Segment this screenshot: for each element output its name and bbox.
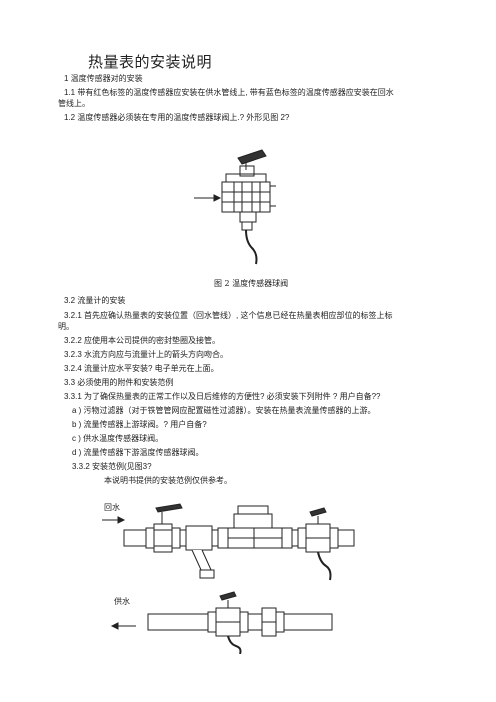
figure-3-return-line [102, 503, 355, 581]
paragraph-3-3-1: 3.3.1 为了确保热量表的正常工作以及日后维修的方便性? 必须安装下列附件 ?… [64, 392, 381, 401]
paragraph-1-1-line2: 管线上。 [58, 99, 90, 108]
figure-3-supply-line [110, 591, 333, 654]
list-item-a: a ) 污物过滤器（对于铁管管网应配置磁性过滤器）。安装在热量表流量传感器的上游… [72, 406, 376, 415]
paragraph-3-3-2: 3.3.2 安装范例(见图3? [72, 462, 152, 471]
page-title: 热量表的安装说明 [88, 53, 213, 71]
paragraph-3-2-1-line1: 3.2.1 首先应确认热量表的安装位置（回水管线）, 这个信息已经在热量表相应部… [64, 311, 393, 320]
return-line-label: 回水 [104, 503, 120, 512]
installation-note: 本说明书提供的安装范例仅供参考。 [104, 476, 232, 485]
section-1-heading: 1 温度传感器对的安装 [64, 74, 143, 83]
paragraph-3-2-3: 3.2.3 水流方向应与流量计上的箭头方向吻合。 [64, 350, 229, 359]
list-item-b: b ) 流量传感器上游球阀。? 用户自备? [72, 420, 207, 429]
supply-line-label: 供水 [114, 597, 130, 606]
paragraph-3-2-4: 3.2.4 流量计应水平安装? 电子单元在上面。 [64, 364, 219, 373]
figure-2-caption: 图 2 温度传感器球阀 [214, 279, 289, 288]
list-item-d: d ) 流量传感器下游温度传感器球阀。 [72, 448, 204, 457]
paragraph-1-2: 1.2 温度传感器必须装在专用的温度传感器球阀上.? 外形见图 2? [64, 113, 290, 122]
list-item-c: c ) 供水温度传感器球阀。 [72, 434, 164, 443]
section-3-2-heading: 3.2 流量计的安装 [64, 296, 126, 305]
paragraph-3-2-1-line2: 明。 [58, 322, 74, 331]
figure-2-ball-valve [194, 149, 276, 265]
paragraph-3-2-2: 3.2.2 应使用本公司提供的密封垫圈及接管。 [64, 336, 221, 345]
paragraph-1-1-line1: 1.1 带有红色标签的温度传感器应安装在供水管线上, 带有蓝色标签的温度传感器应… [64, 88, 394, 97]
section-3-3-heading: 3.3 必须使用的附件和安装范例 [64, 378, 174, 387]
